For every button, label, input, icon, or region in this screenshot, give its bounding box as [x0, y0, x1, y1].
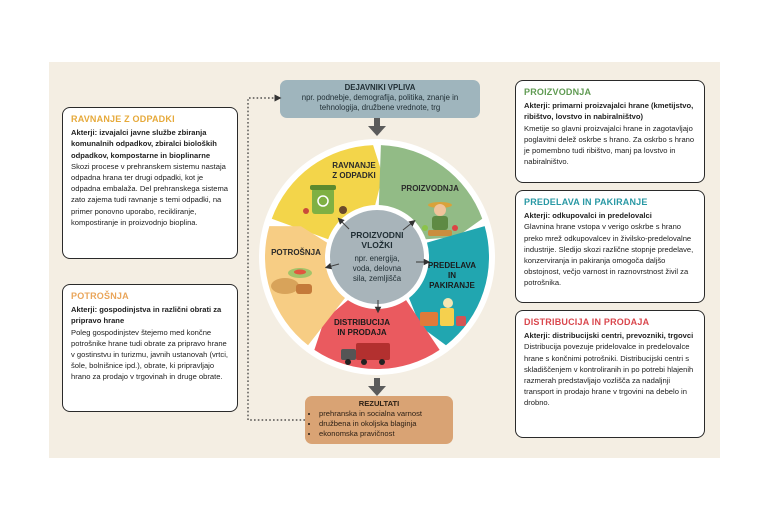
drivers-line-1: npr. podnebje, demografija, politika, zn… — [301, 93, 459, 102]
card-waste-management: RAVNANJE Z ODPADKI Akterji: izvajalci ja… — [62, 107, 238, 259]
card-processing-actors: Akterji: odkupovalci in predelovalci — [524, 211, 652, 221]
card-distribution-actors: Akterji: distribucijski centri, prevozni… — [524, 331, 694, 341]
card-processing-body: Glavnina hrane vstopa v verigo oskrbe s … — [524, 222, 694, 288]
drivers-title: DEJAVNIKI VPLIVA — [344, 83, 416, 92]
card-distribution: DISTRIBUCIJA IN PRODAJA Akterji: distrib… — [515, 310, 705, 438]
card-consumption-title: POTROŠNJA — [71, 291, 129, 301]
results-title: REZULTATI — [358, 399, 400, 408]
card-processing: PREDELAVA IN PAKIRANJE Akterji: odkupova… — [515, 190, 705, 303]
card-consumption-body: Poleg gospodinjstev štejemo med končne p… — [71, 327, 229, 382]
card-production-actors: Akterji: primarni proizvajalci hrane (km… — [524, 101, 694, 122]
card-waste-body: Skozi procese v prehranskem sistemu nast… — [71, 161, 229, 227]
results-list: prehranska in socialna varnost družbena … — [305, 409, 453, 439]
card-production-body: Kmetije so glavni proizvajalci hrane in … — [524, 123, 695, 167]
card-distribution-body: Distribucija povezuje pridelovalce in pr… — [524, 342, 694, 408]
drivers-box: DEJAVNIKI VPLIVA npr. podnebje, demograf… — [280, 80, 480, 118]
card-consumption-actors: Akterji: gospodinjstva in različni obrat… — [71, 305, 222, 326]
drivers-line-2: tehnologija, družbene vrednote, trg — [319, 103, 441, 112]
card-consumption: POTROŠNJA Akterji: gospodinjstva in razl… — [62, 284, 238, 412]
results-item: ekonomska pravičnost — [319, 429, 453, 439]
card-waste-title: RAVNANJE Z ODPADKI — [71, 114, 175, 124]
card-production-title: PROIZVODNJA — [524, 87, 592, 97]
card-processing-title: PREDELAVA IN PAKIRANJE — [524, 197, 648, 207]
card-waste-actors: Akterji: izvajalci javne službe zbiranja… — [71, 128, 217, 160]
card-distribution-title: DISTRIBUCIJA IN PRODAJA — [524, 317, 650, 327]
results-box: REZULTATI prehranska in socialna varnost… — [305, 396, 453, 444]
results-item: prehranska in socialna varnost — [319, 409, 453, 419]
results-item: družbena in okoljska blaginja — [319, 419, 453, 429]
card-production: PROIZVODNJA Akterji: primarni proizvajal… — [515, 80, 705, 183]
